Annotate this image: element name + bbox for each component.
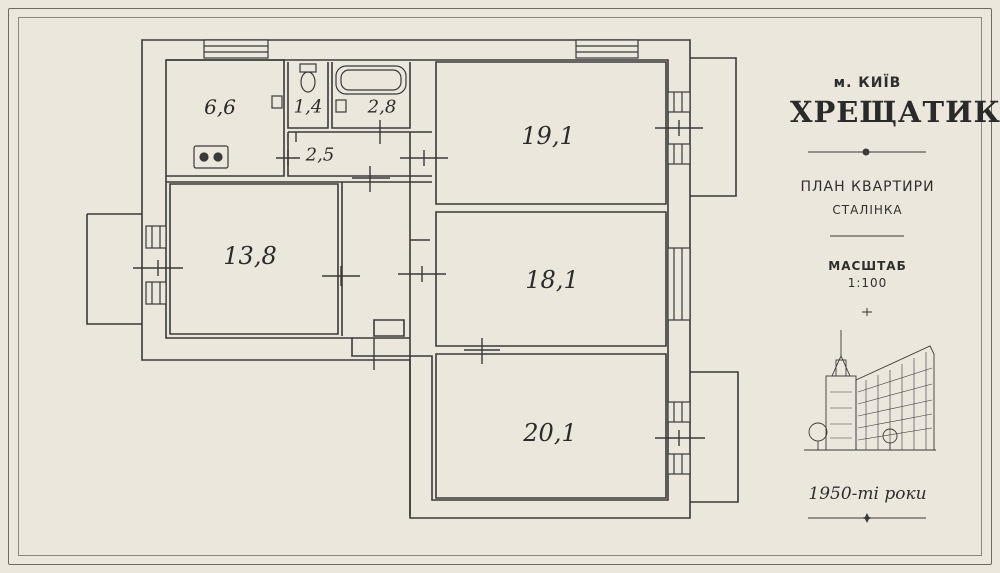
sink-icon: [271, 95, 347, 113]
window-right-4: [667, 401, 691, 423]
outer-wall-inner: [165, 59, 669, 501]
street-title: ХРЕЩАТИК: [790, 95, 1000, 129]
window-top-right: [575, 39, 639, 59]
balcony-right-top: [690, 57, 737, 197]
outer-frame: [8, 8, 992, 565]
room-area-kitchen: 6,6: [204, 95, 236, 119]
bathtub-icon: [335, 65, 407, 95]
bath-walls: [331, 62, 411, 129]
wc-walls: [287, 62, 329, 129]
room-20-walls: [435, 353, 667, 499]
window-left-2: [145, 281, 167, 305]
inner-frame: [18, 17, 982, 556]
room-area-wc: 1,4: [293, 96, 323, 118]
room-area-19: 19,1: [521, 122, 575, 150]
room-13-walls: [169, 183, 339, 335]
window-right-5: [667, 453, 691, 475]
window-right-2: [667, 143, 691, 165]
building-illustration-icon: [804, 330, 936, 451]
scale-label: МАСШТАБ: [828, 259, 907, 273]
room-area-13: 13,8: [223, 242, 277, 270]
era-label: 1950-ті роки: [808, 484, 927, 504]
outer-wall-outline: [141, 39, 691, 519]
kitchen-walls: [166, 59, 285, 177]
window-top-left: [203, 39, 269, 59]
room-area-bathroom: 2,8: [367, 96, 397, 118]
room-19-walls: [435, 61, 667, 205]
balcony-left: [86, 213, 142, 325]
plan-title: ПЛАН КВАРТИРИ: [800, 179, 935, 195]
room-area-18: 18,1: [525, 266, 579, 294]
stove-icon: [193, 145, 229, 169]
star-ornament-icon: [861, 513, 873, 523]
window-left-1: [145, 225, 167, 249]
city-label: м. КИЇВ: [833, 75, 902, 91]
room-area-hall: 2,5: [305, 144, 335, 166]
balcony-right-bottom: [690, 371, 739, 503]
room-18-walls: [435, 211, 667, 347]
room-area-20: 20,1: [523, 419, 577, 447]
window-right-1: [667, 91, 691, 113]
toilet-icon: [299, 63, 317, 93]
window-right-3: [667, 247, 691, 321]
scale-value: 1:100: [847, 276, 888, 290]
plan-subtitle: СТАЛІНКА: [832, 203, 903, 217]
